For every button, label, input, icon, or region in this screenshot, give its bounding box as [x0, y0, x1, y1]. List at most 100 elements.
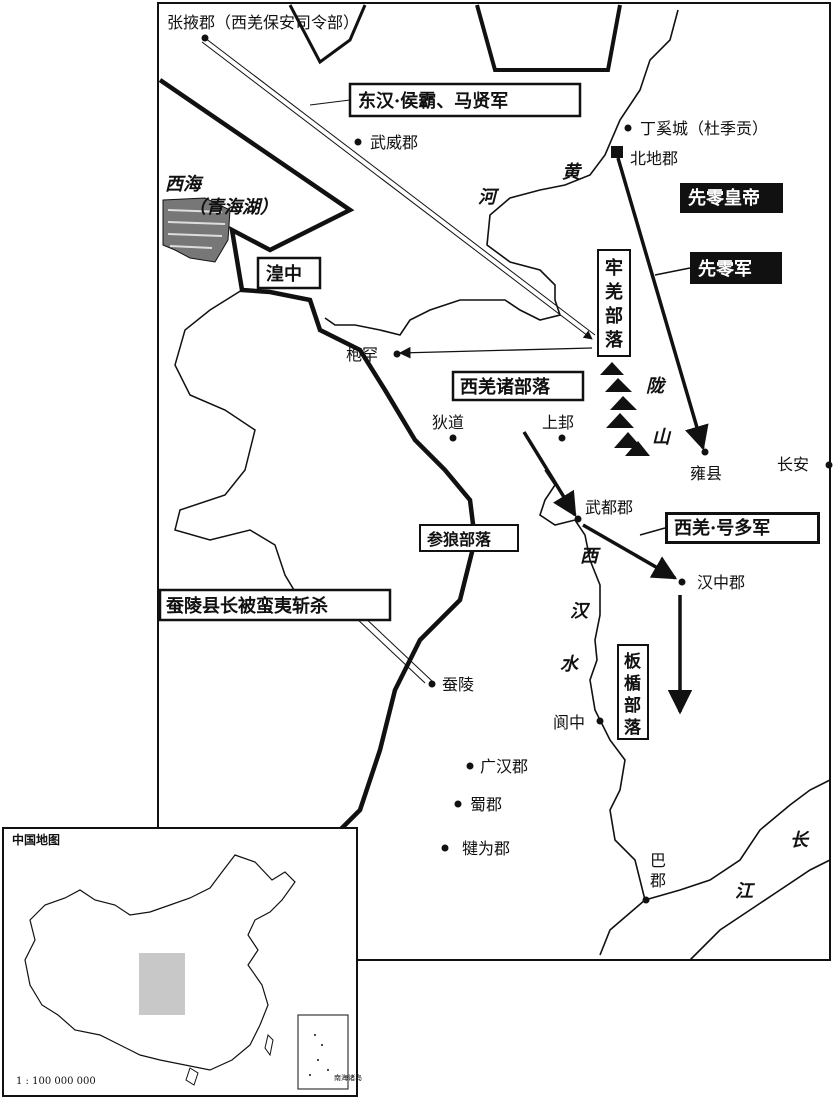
label-ba-1: 巴 — [650, 851, 666, 870]
box-xiqiang-tribes: 西羌诸部落 — [451, 370, 585, 402]
inset-taiwan — [264, 1034, 274, 1057]
label-jianwei: 犍为郡 — [462, 839, 510, 858]
inset-highlight-area — [139, 953, 185, 1015]
dot-shu — [454, 800, 462, 808]
east-han-leader — [309, 99, 351, 106]
label-changan: 长安 — [777, 455, 809, 474]
dot-jianwei — [441, 844, 449, 852]
svg-text:羌: 羌 — [605, 281, 623, 303]
xiling-army-arrow — [616, 157, 709, 451]
label-wudu: 武都郡 — [585, 498, 633, 517]
wudu-to-hanzhong-arrow — [582, 523, 678, 580]
label-zhangye: 张掖郡（西羌保安司令部） — [167, 13, 359, 32]
label-wuwei: 武威郡 — [370, 133, 418, 152]
dot-yongxian — [701, 448, 709, 456]
label-beidi: 北地郡 — [630, 149, 678, 168]
box-hanqiang-tribe: 牢 羌 部 落 — [597, 249, 631, 357]
inset-hainan — [185, 1067, 199, 1086]
city-dots — [201, 34, 833, 904]
box-canlang-tribe: 参狼部落 — [419, 524, 519, 552]
xiling-army-leader — [654, 267, 691, 276]
svg-text:西羌诸部落: 西羌诸部落 — [460, 376, 551, 398]
label-shan: 山 — [652, 427, 672, 448]
dot-hanzhong — [678, 578, 686, 586]
svg-text:楯: 楯 — [624, 673, 641, 694]
svg-text:参狼部落: 参狼部落 — [427, 530, 492, 549]
qinghai-lake — [162, 197, 231, 263]
dot-didao — [449, 434, 457, 442]
label-jiang: 江 — [735, 881, 756, 902]
dot-langzhong — [596, 717, 604, 725]
box-xiling-army: 先零军 — [690, 252, 782, 284]
label-long: 陇 — [646, 376, 667, 397]
svg-text:牢: 牢 — [605, 257, 623, 279]
label-qinghai-lake: （青海湖） — [188, 197, 278, 218]
svg-text:先零皇帝: 先零皇帝 — [688, 187, 760, 209]
inset-south-sea-label: 南海诸岛 — [334, 1073, 362, 1082]
svg-text:蚕陵县长被蛮夷斩杀: 蚕陵县长被蛮夷斩杀 — [165, 595, 328, 617]
label-canling: 蚕陵 — [442, 675, 474, 694]
long-shan-mountains — [600, 362, 650, 456]
label-didao: 狄道 — [432, 413, 464, 432]
svg-text:落: 落 — [624, 718, 642, 738]
label-xi: 西 — [580, 546, 601, 567]
label-shu: 蜀郡 — [470, 795, 502, 814]
dot-wuwei — [354, 138, 362, 146]
top-boundary — [475, 4, 622, 72]
west-river — [174, 289, 381, 621]
label-xihai: 西海 — [165, 174, 204, 195]
label-guanghan: 广汉郡 — [480, 757, 528, 776]
svg-text:部: 部 — [624, 695, 641, 716]
label-chang: 长 — [790, 830, 810, 851]
canling-leader-1 — [354, 616, 426, 684]
label-langzhong: 阆中 — [553, 713, 585, 732]
dot-wudu — [574, 515, 582, 523]
chang-jiang-river — [644, 779, 831, 901]
dot-ba — [642, 896, 650, 904]
haoduo-leader — [639, 527, 666, 536]
east-han-army-route — [204, 37, 596, 336]
map-frame — [157, 2, 831, 961]
box-canling-killed: 蚕陵县长被蛮夷斩杀 — [158, 588, 392, 622]
label-ba-2: 郡 — [650, 871, 666, 890]
inset-south-sea-box — [297, 1014, 349, 1090]
dot-fuhan — [393, 350, 401, 358]
label-yongxian: 雍县 — [690, 464, 722, 483]
box-xiqiang-haoduo: 西羌·号多军 — [665, 512, 820, 544]
label-huang: 黄 — [562, 162, 583, 183]
dot-shanggui — [558, 434, 566, 442]
label-he: 河 — [478, 187, 500, 208]
chang-jiang-bank — [689, 859, 831, 961]
box-xiling-emperor: 先零皇帝 — [680, 183, 783, 213]
label-dingxi-city: 丁奚城（杜季贡） — [640, 119, 768, 138]
dot-zhangye — [201, 34, 209, 42]
xiqiang-tribes-arrow — [522, 431, 577, 518]
svg-text:西羌·号多军: 西羌·号多军 — [674, 517, 770, 539]
east-han-army-arrow — [201, 41, 593, 340]
inset-title: 中国地图 — [12, 832, 60, 847]
label-shui: 水 — [560, 654, 580, 675]
svg-text:落: 落 — [605, 330, 624, 351]
box-huangzhong: 湟中 — [256, 256, 322, 290]
dot-beidi — [611, 146, 623, 158]
top-small-boundary — [288, 4, 367, 65]
box-east-han-army: 东汉·侯霸、马贤军 — [348, 82, 582, 118]
box-banshun-tribe: 板 楯 部 落 — [617, 644, 649, 740]
label-hanzhong: 汉中郡 — [697, 573, 745, 592]
dot-canling — [428, 680, 436, 688]
label-han: 汉 — [570, 601, 591, 622]
hanqiang-to-fuhan-arrow — [398, 346, 593, 359]
svg-text:板: 板 — [624, 651, 642, 672]
svg-text:部: 部 — [605, 305, 623, 327]
svg-text:先零军: 先零军 — [698, 258, 752, 280]
frontier-line — [158, 78, 478, 832]
svg-text:湟中: 湟中 — [266, 263, 302, 285]
dot-guanghan — [466, 762, 474, 770]
svg-text:东汉·侯霸、马贤军: 东汉·侯霸、马贤军 — [358, 90, 508, 112]
label-shanggui: 上邽 — [542, 413, 574, 432]
dot-changan — [825, 461, 833, 469]
label-fuhan: 枹罕 — [346, 345, 378, 364]
yellow-river — [324, 9, 679, 336]
dot-dingxi — [624, 124, 632, 132]
